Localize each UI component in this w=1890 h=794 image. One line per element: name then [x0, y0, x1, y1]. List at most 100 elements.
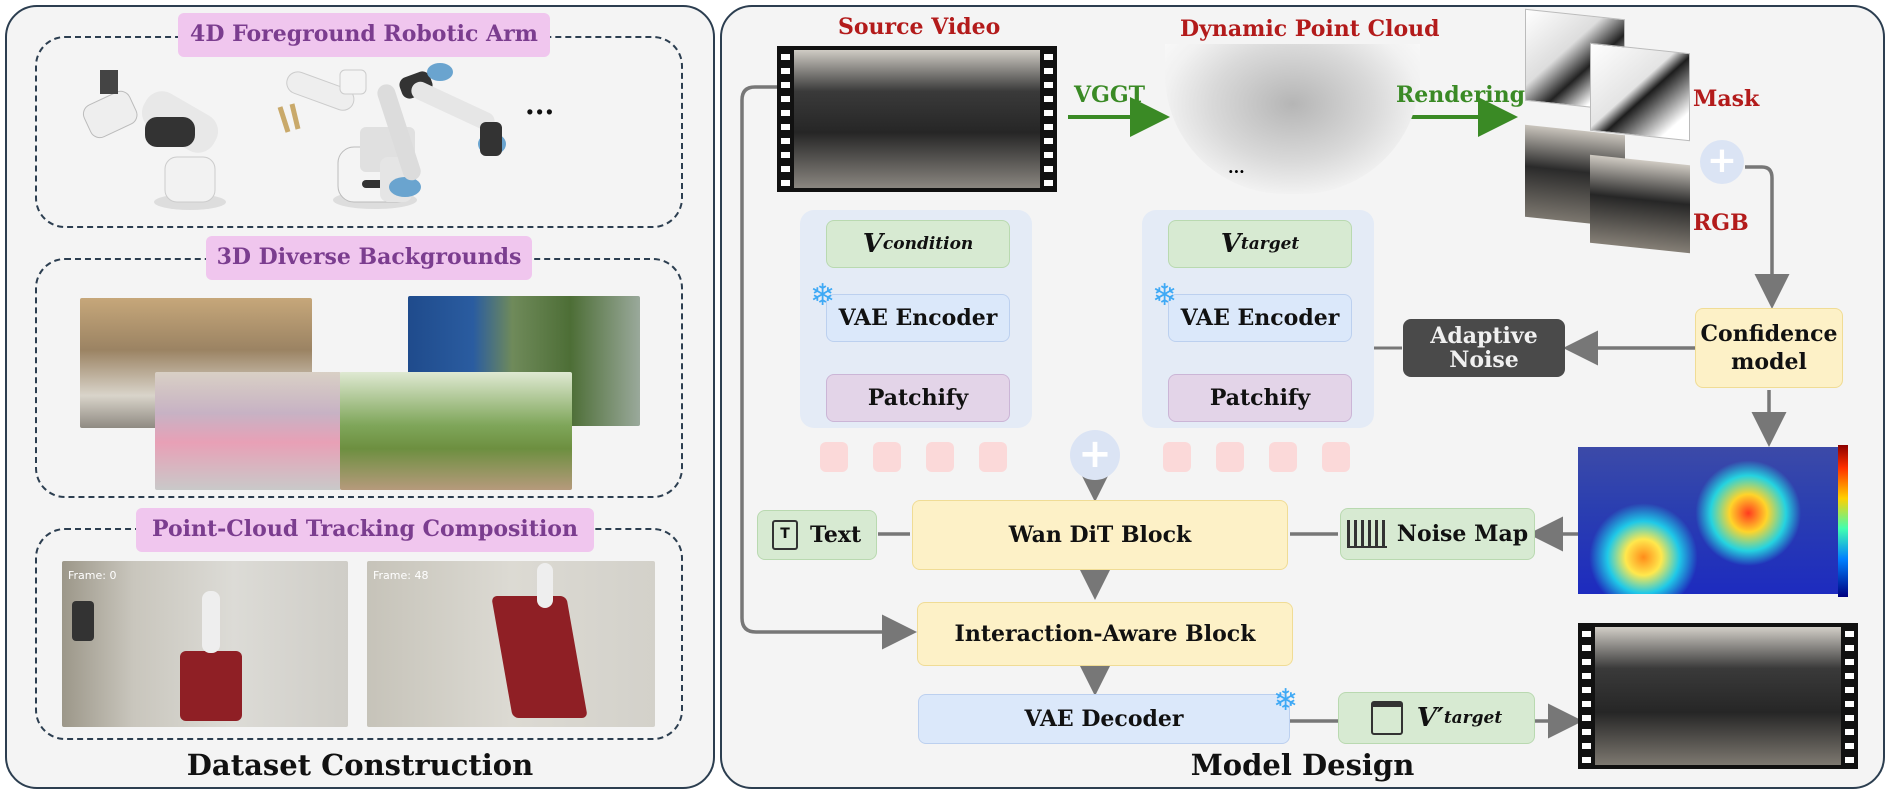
film-sprocket-hole: [1845, 729, 1854, 735]
rendering-label: Rendering: [1396, 82, 1525, 108]
robotic-arm-title: 4D Foreground Robotic Arm: [178, 13, 550, 57]
noise-map-label: Noise Map: [1396, 521, 1529, 547]
confidence-heatmap: [1578, 447, 1840, 594]
background-image-carousel: [155, 372, 341, 490]
film-sprocket-hole: [1582, 645, 1591, 651]
dataset-construction-title: Dataset Construction: [186, 748, 534, 782]
adaptive-noise-box: Adaptive Noise: [1403, 319, 1565, 377]
tracking-frame-0: Frame: 0: [62, 561, 348, 727]
film-sprocket-hole: [1845, 757, 1854, 763]
film-sprocket-hole: [1582, 757, 1591, 763]
film-sprocket-hole: [1845, 743, 1854, 749]
film-sprocket-hole: [1845, 715, 1854, 721]
film-sprocket-hole: [1845, 687, 1854, 693]
clapperboard-icon: [1370, 701, 1403, 735]
robotic-arm-1-image: [82, 70, 226, 210]
film-sprocket-hole: [1044, 124, 1053, 130]
film-sprocket-hole: [1044, 82, 1053, 88]
token-plus-icon: +: [1070, 430, 1120, 480]
confidence-line1: Confidence: [1700, 321, 1838, 347]
condition-patchify: Patchify: [826, 374, 1010, 422]
v-prime-symbol: V′: [1416, 703, 1444, 733]
trash-can-shape: [72, 601, 94, 641]
film-sprocket-hole: [1044, 110, 1053, 116]
film-sprocket-hole: [1582, 687, 1591, 693]
arm-shape-2: [537, 563, 553, 608]
film-sprocket-hole: [1044, 96, 1053, 102]
v-target-symbol: V: [1220, 229, 1241, 259]
more-arms-ellipsis: ...: [525, 88, 554, 121]
rgb-image-front: [1590, 154, 1690, 254]
tracking-title: Point-Cloud Tracking Composition: [136, 508, 594, 552]
target-patchify: Patchify: [1168, 374, 1352, 422]
source-video-filmstrip: [777, 46, 1057, 192]
confidence-model-box: Confidence model: [1695, 308, 1843, 388]
arm-shape: [202, 591, 220, 653]
mask-rgb-plus-icon: +: [1700, 140, 1744, 184]
v-condition-symbol: V: [862, 229, 883, 259]
source-video-label: Source Video: [838, 14, 1001, 40]
film-sprocket-hole: [1582, 631, 1591, 637]
background-image-path: [340, 372, 572, 490]
film-sprocket-hole: [1582, 659, 1591, 665]
film-sprocket-hole: [1845, 645, 1854, 651]
text-document-icon: T: [772, 520, 798, 550]
output-video-frame: [1595, 627, 1841, 765]
adaptive-noise-line2: Noise: [1449, 347, 1519, 373]
film-sprocket-hole: [1845, 659, 1854, 665]
target-token-1: [1163, 442, 1191, 472]
target-token-2: [1216, 442, 1244, 472]
film-sprocket-hole: [781, 82, 790, 88]
film-sprocket-hole: [1582, 701, 1591, 707]
film-sprocket-hole: [781, 68, 790, 74]
tracking-frame-48: Frame: 48: [367, 561, 655, 727]
v-target-subscript: target: [1240, 234, 1300, 254]
film-sprocket-hole: [1044, 180, 1053, 186]
film-sprocket-hole: [781, 96, 790, 102]
condition-token-3: [926, 442, 954, 472]
film-sprocket-hole: [781, 166, 790, 172]
film-sprocket-hole: [781, 152, 790, 158]
bench-shape: [180, 651, 242, 721]
condition-vae-encoder: VAE Encoder: [826, 294, 1010, 342]
v-prime-target-box: V′target: [1338, 692, 1535, 744]
condition-token-2: [873, 442, 901, 472]
rgb-label: RGB: [1693, 210, 1749, 236]
film-sprocket-hole: [781, 110, 790, 116]
film-sprocket-hole: [1582, 729, 1591, 735]
condition-snowflake-icon: ❄: [810, 278, 836, 313]
condition-token-4: [979, 442, 1007, 472]
v-condition-subscript: condition: [882, 234, 974, 254]
film-sprocket-hole: [781, 180, 790, 186]
source-video-frame: [794, 50, 1040, 188]
frame-48-label: Frame: 48: [373, 569, 429, 582]
v-prime-subscript: target: [1443, 708, 1503, 728]
model-design-title: Model Design: [1190, 748, 1415, 782]
heatmap-colorbar: [1838, 445, 1848, 597]
target-vae-encoder: VAE Encoder: [1168, 294, 1352, 342]
target-token-4: [1322, 442, 1350, 472]
mask-label: Mask: [1693, 86, 1760, 112]
film-sprocket-hole: [1845, 631, 1854, 637]
point-cloud-label: Dynamic Point Cloud: [1180, 16, 1440, 42]
film-sprocket-hole: [1582, 715, 1591, 721]
film-sprocket-hole: [1582, 673, 1591, 679]
interaction-aware-block: Interaction-Aware Block: [917, 602, 1293, 666]
wan-dit-block: Wan DiT Block: [912, 500, 1288, 570]
film-sprocket-hole: [1044, 138, 1053, 144]
target-token-3: [1269, 442, 1297, 472]
confidence-line2: model: [1731, 349, 1807, 375]
backgrounds-title: 3D Diverse Backgrounds: [206, 236, 532, 280]
film-sprocket-hole: [1044, 54, 1053, 60]
target-snowflake-icon: ❄: [1152, 278, 1178, 313]
adaptive-noise-line1: Adaptive: [1430, 323, 1538, 349]
film-sprocket-hole: [1582, 743, 1591, 749]
condition-token-1: [820, 442, 848, 472]
film-sprocket-hole: [1845, 673, 1854, 679]
film-sprocket-hole: [781, 54, 790, 60]
text-input-box: T Text: [757, 510, 877, 560]
film-sprocket-hole: [1845, 701, 1854, 707]
